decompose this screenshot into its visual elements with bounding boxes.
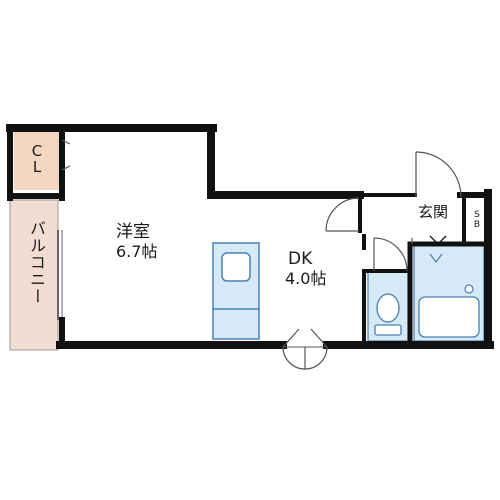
western-room-name: 洋室 [116, 222, 150, 242]
bottom-door-arc-right [304, 346, 328, 370]
walls [6, 124, 494, 349]
bath-drain [464, 284, 474, 294]
kitchen-sink [221, 252, 251, 282]
doors [61, 139, 462, 370]
entrance-label: 玄関 [418, 203, 449, 221]
bathtub [418, 296, 480, 338]
interior-walls [358, 193, 491, 348]
dk-area: 4.0帖 [285, 269, 327, 288]
toilet-bowl [376, 293, 400, 323]
closet-area [14, 132, 60, 190]
kitchen-counter [212, 242, 260, 340]
dk-door-arc [325, 197, 360, 232]
closet-label: C L [31, 142, 43, 176]
bottom-door-left [282, 328, 300, 348]
bottom-door-right [310, 328, 328, 348]
toilet-tank [374, 324, 402, 336]
shoe-box-label: S B [473, 210, 481, 230]
entrance-door-arc [415, 151, 462, 198]
toilet-door-arc [373, 237, 408, 272]
entrance-step [429, 235, 447, 245]
dk-name: DK [288, 249, 313, 269]
western-room-area: 6.7帖 [116, 242, 158, 261]
closet-door-marks [61, 139, 71, 171]
bottom-door-arc-left [282, 346, 306, 370]
balcony-area [9, 199, 59, 351]
balcony-label: バルコニー [27, 220, 46, 305]
shower-icon [429, 253, 443, 263]
